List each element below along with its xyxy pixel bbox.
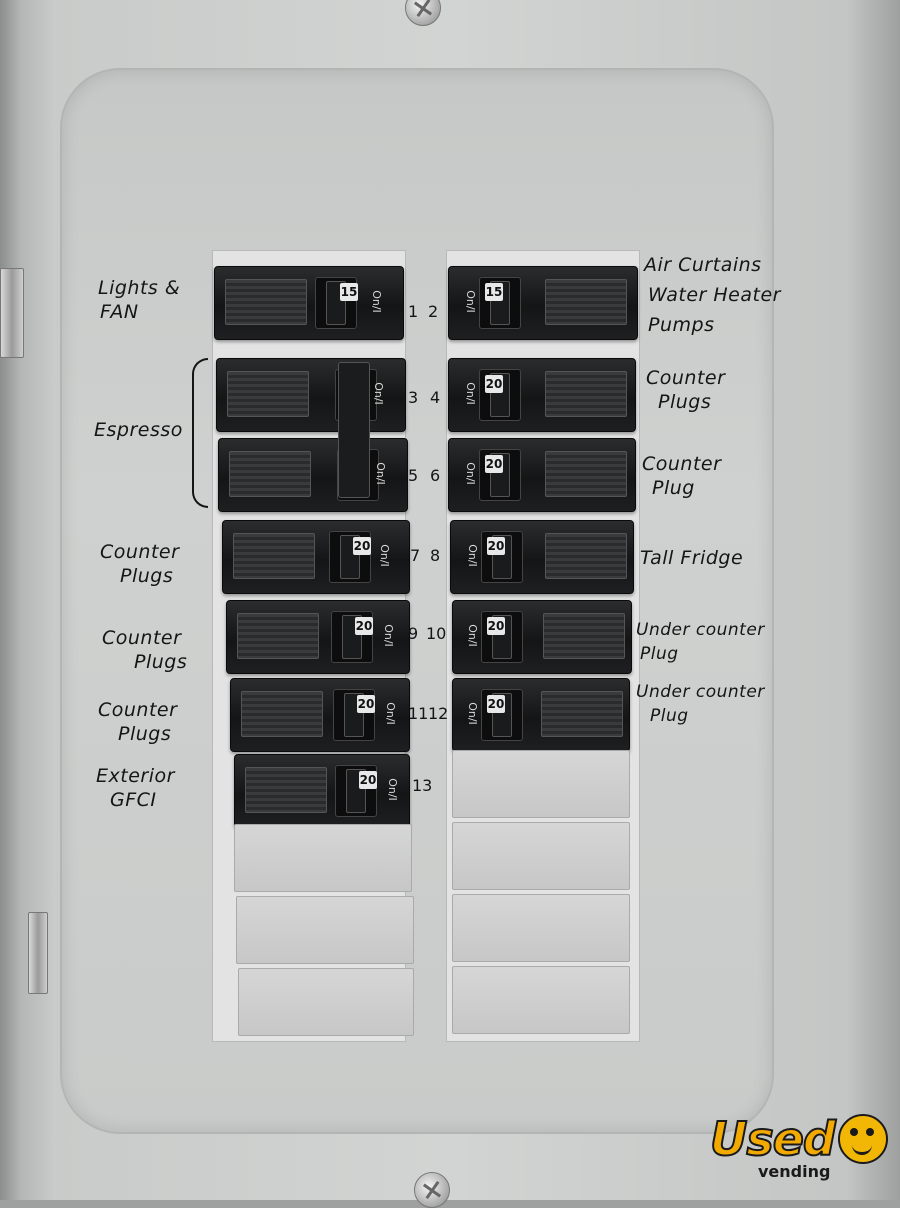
breaker-5[interactable]: 20 On/I: [218, 438, 408, 512]
label-counter-plugs-4: Counter Plugs: [646, 367, 726, 413]
on-off-marking: On/I: [465, 702, 479, 725]
screw-bottom: [414, 1172, 450, 1208]
blank-knockout: [238, 968, 414, 1036]
panel-door-edge: [0, 0, 22, 1200]
logo-wordmark: Used: [709, 1111, 837, 1167]
blank-knockout: [452, 966, 630, 1034]
on-off-marking: On/I: [463, 290, 477, 313]
circuit-number: 6: [430, 466, 441, 485]
smiley-mascot-icon: [838, 1114, 888, 1164]
breaker-toggle[interactable]: [315, 277, 357, 329]
dead-front-cover: [60, 68, 774, 1134]
hinge-bottom: [28, 912, 48, 994]
circuit-number: 12: [428, 704, 449, 723]
breaker-13[interactable]: 20 On/I: [234, 754, 410, 828]
breaker-12[interactable]: On/I 20: [452, 678, 630, 752]
breaker-9[interactable]: 20 On/I: [226, 600, 410, 674]
amp-rating: 20: [353, 537, 371, 555]
on-off-marking: On/I: [463, 462, 477, 485]
circuit-number: 7: [410, 546, 421, 565]
breaker-label: [227, 371, 309, 417]
breaker-1[interactable]: 15 On/I: [214, 266, 404, 340]
on-off-marking: On/I: [369, 290, 383, 313]
blank-knockout: [452, 750, 630, 818]
circuit-number: 11: [408, 704, 429, 723]
amp-rating: 20: [357, 695, 375, 713]
label-espresso: Espresso: [94, 419, 183, 441]
amp-rating: 20: [359, 771, 377, 789]
on-off-marking: On/I: [385, 778, 399, 801]
amp-rating: 20: [355, 617, 373, 635]
circuit-number: 1: [408, 302, 419, 321]
label-air-curtains-water-heater-pumps: Air Curtains Water Heater Pumps: [644, 254, 781, 336]
breaker-label: [545, 451, 627, 497]
on-off-marking: On/I: [465, 544, 479, 567]
amp-rating: 20: [485, 455, 503, 473]
blank-knockout: [236, 896, 414, 964]
circuit-number: 8: [430, 546, 441, 565]
breaker-label: [225, 279, 307, 325]
breaker-6[interactable]: On/I 20: [448, 438, 636, 512]
amp-rating: 20: [485, 375, 503, 393]
on-off-marking: On/I: [465, 624, 479, 647]
breaker-3[interactable]: 20 On/I: [216, 358, 406, 432]
amp-rating: 20: [487, 695, 505, 713]
breaker-toggle[interactable]: [479, 449, 521, 501]
breaker-label: [233, 533, 315, 579]
logo-subtext: vending: [758, 1162, 831, 1181]
breaker-label: [543, 613, 625, 659]
breaker-label: [545, 371, 627, 417]
espresso-tie-bar[interactable]: [338, 362, 370, 498]
label-lights-fan: Lights & FAN: [98, 277, 181, 323]
label-under-counter-plug-12: Under counter Plug: [636, 682, 765, 726]
blank-knockout: [452, 894, 630, 962]
label-tall-fridge: Tall Fridge: [640, 547, 744, 569]
on-off-marking: On/I: [377, 544, 391, 567]
label-counter-plugs-11: Counter Plugs: [98, 699, 178, 745]
breaker-label: [237, 613, 319, 659]
label-counter-plugs-7: Counter Plugs: [100, 541, 180, 587]
breaker-label: [241, 691, 323, 737]
circuit-number: 13: [412, 776, 433, 795]
label-under-counter-plug-10: Under counter Plug: [636, 620, 765, 664]
circuit-number: 10: [426, 624, 447, 643]
on-off-marking: On/I: [373, 462, 387, 485]
label-counter-plugs-9: Counter Plugs: [102, 627, 188, 673]
hinge-top: [0, 268, 24, 358]
breaker-11[interactable]: 20 On/I: [230, 678, 410, 752]
amp-rating: 20: [487, 617, 505, 635]
breaker-7[interactable]: 20 On/I: [222, 520, 410, 594]
circuit-number: 2: [428, 302, 439, 321]
amp-rating: 20: [487, 537, 505, 555]
breaker-2[interactable]: On/I 15: [448, 266, 638, 340]
on-off-marking: On/I: [463, 382, 477, 405]
amp-rating: 15: [485, 283, 503, 301]
on-off-marking: On/I: [381, 624, 395, 647]
circuit-number: 3: [408, 388, 419, 407]
breaker-8[interactable]: On/I 20: [450, 520, 634, 594]
breaker-label: [245, 767, 327, 813]
breaker-label: [545, 533, 627, 579]
used-vending-logo: Used vending: [709, 1111, 890, 1182]
on-off-marking: On/I: [383, 702, 397, 725]
blank-knockout: [452, 822, 630, 890]
breaker-4[interactable]: On/I 20: [448, 358, 636, 432]
label-counter-plug-6: Counter Plug: [642, 453, 722, 499]
circuit-number: 9: [408, 624, 419, 643]
breaker-label: [541, 691, 623, 737]
circuit-number: 4: [430, 388, 441, 407]
label-exterior-gfci: Exterior GFCI: [96, 765, 175, 811]
on-off-marking: On/I: [371, 382, 385, 405]
breaker-10[interactable]: On/I 20: [452, 600, 632, 674]
amp-rating: 15: [340, 283, 358, 301]
breaker-label: [545, 279, 627, 325]
circuit-number: 5: [408, 466, 419, 485]
blank-knockout: [234, 824, 412, 892]
espresso-brace: [192, 358, 208, 508]
breaker-label: [229, 451, 311, 497]
